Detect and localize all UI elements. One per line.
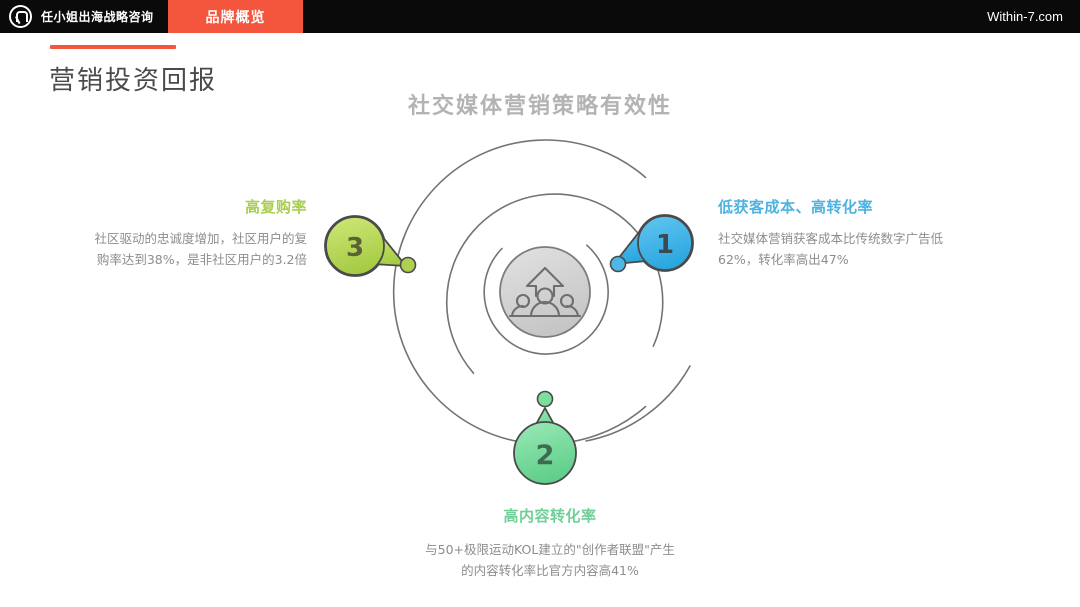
node-2-orbit-dot — [536, 390, 554, 408]
callout-node-3: 高复购率 社区驱动的忠诚度增加，社区用户的复购率达到38%，是非社区用户的3.2… — [92, 196, 307, 270]
top-navigation-bar: 任小姐出海战略咨询 品牌概览 Within-7.com — [0, 0, 1080, 33]
page-title: 营销投资回报 — [49, 66, 218, 96]
circle-arrow-logo-icon — [9, 5, 32, 28]
callout-node-2: 高内容转化率 与50+极限运动KOL建立的"创作者联盟"产生的内容转化率比官方内… — [420, 505, 680, 581]
brand-block: 任小姐出海战略咨询 — [0, 0, 168, 33]
node-1-number: 1 — [656, 230, 674, 260]
node-3-orbit-dot — [399, 256, 417, 274]
center-circle — [499, 246, 591, 338]
middle-orbit-arc — [445, 193, 664, 374]
outer-orbit-arc-segment — [585, 365, 691, 442]
callout-node-3-body: 社区驱动的忠诚度增加，社区用户的复购率达到38%，是非社区用户的3.2倍 — [94, 231, 307, 267]
node-3-number: 3 — [346, 233, 364, 263]
site-url-label: Within-7.com — [987, 9, 1063, 24]
callout-node-1: 低获客成本、高转化率 社交媒体营销获客成本比传统数字广告低62%，转化率高出47… — [718, 196, 958, 270]
callout-node-2-body: 与50+极限运动KOL建立的"创作者联盟"产生的内容转化率比官方内容高41% — [425, 542, 675, 578]
callout-node-1-heading: 低获客成本、高转化率 — [718, 198, 874, 216]
node-1-bubble-body[interactable] — [637, 215, 693, 271]
node-2-number: 2 — [536, 440, 555, 471]
chart-title: 社交媒体营销策略有效性 — [407, 94, 672, 119]
callout-node-2-heading: 高内容转化率 — [503, 507, 597, 525]
node-1-orbit-dot — [609, 255, 627, 273]
inner-orbit-arc — [483, 244, 609, 355]
people-growth-arrow-icon — [508, 266, 582, 318]
node-3-bubble-body[interactable] — [325, 216, 385, 276]
brand-name: 任小姐出海战略咨询 — [41, 10, 154, 24]
tab-brand-overview[interactable]: 品牌概览 — [168, 0, 303, 33]
callout-node-1-body: 社交媒体营销获客成本比传统数字广告低62%，转化率高出47% — [718, 231, 944, 267]
callout-node-3-heading: 高复购率 — [244, 198, 307, 216]
node-2-bubble[interactable] — [513, 421, 577, 485]
title-accent-bar — [50, 45, 176, 49]
